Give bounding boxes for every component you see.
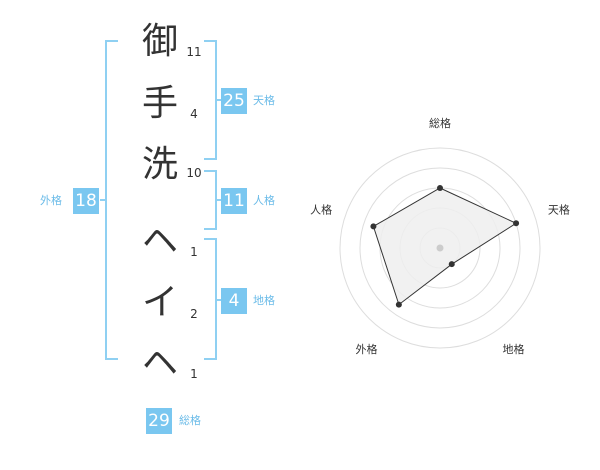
tenkaku-value: 25 xyxy=(221,88,247,114)
radar-point-1 xyxy=(437,185,443,191)
radar-grid-ring-1 xyxy=(339,147,541,349)
stroke-count-4: 1 xyxy=(190,245,198,259)
radar-axis-label-2: 天格 xyxy=(548,202,570,216)
name-char-3: 洗 xyxy=(141,144,178,185)
jinkaku-label: 人格 xyxy=(253,194,275,207)
stroke-count-3: 10 xyxy=(186,166,202,180)
tenkaku-connector xyxy=(215,99,221,101)
radar-points xyxy=(370,185,520,308)
radar-point-2 xyxy=(513,220,520,227)
radar-axis-label-1: 総格 xyxy=(429,116,451,130)
radar-grid-ring-2 xyxy=(359,167,521,329)
gaikaku-connector xyxy=(100,199,107,201)
radar-area xyxy=(372,187,518,306)
radar-axis-label-4: 外格 xyxy=(356,342,378,356)
name-char-5: イ xyxy=(141,282,178,323)
name-char-4: ヘ xyxy=(141,221,178,262)
stroke-count-5: 2 xyxy=(190,307,198,321)
radar-point-4 xyxy=(395,301,402,308)
name-char-1: 御 xyxy=(141,21,178,62)
radar-axis-label-3: 地格 xyxy=(503,342,525,356)
name-char-6: ヘ xyxy=(141,343,178,384)
gaikaku-value: 18 xyxy=(73,188,99,214)
gaikaku-label: 外格 xyxy=(40,194,62,207)
stroke-count-1: 11 xyxy=(186,45,202,59)
radar-point-3 xyxy=(448,261,455,268)
chikaku-label: 地格 xyxy=(253,294,275,307)
tenkaku-label: 天格 xyxy=(253,94,275,107)
radar-center-dot xyxy=(436,244,444,252)
chikaku-connector xyxy=(215,299,221,301)
jinkaku-connector xyxy=(215,199,221,201)
radar-point-5 xyxy=(370,223,377,230)
radar-axis-label-5: 人格 xyxy=(310,202,332,216)
stroke-count-2: 4 xyxy=(190,107,198,121)
chikaku-value: 4 xyxy=(221,288,247,314)
jinkaku-value: 11 xyxy=(221,188,247,214)
soukaku-label: 総格 xyxy=(179,414,201,427)
name-char-2: 手 xyxy=(141,83,178,124)
soukaku-value: 29 xyxy=(146,408,172,434)
stroke-count-6: 1 xyxy=(190,367,198,381)
